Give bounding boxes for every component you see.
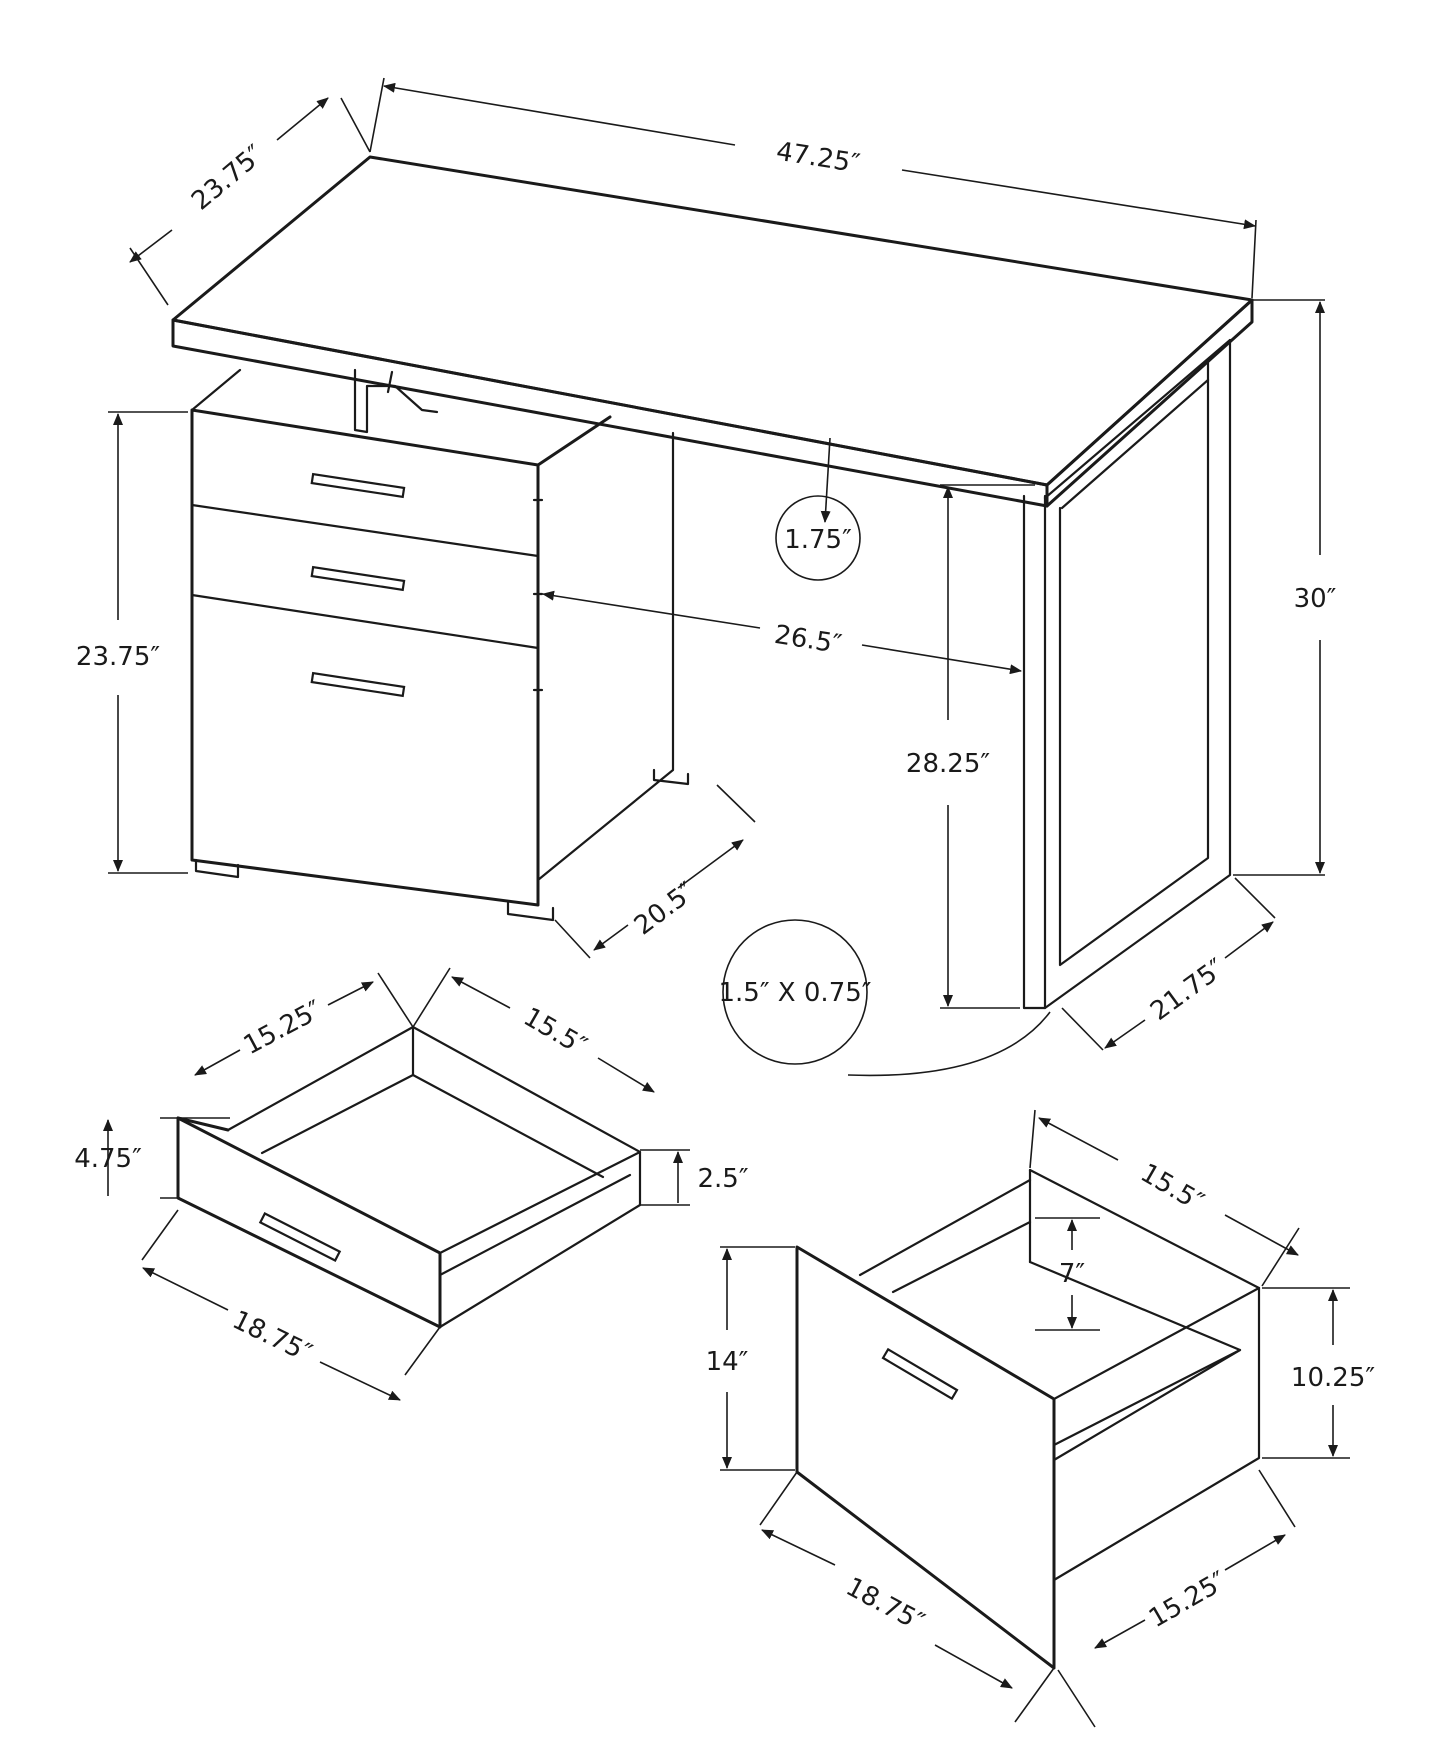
knee-height-label: 28.25″ [906,749,990,779]
file-drawer-drawing [795,1168,1261,1670]
file-drawer-width-label: 15.25″ [1144,1566,1232,1634]
leg-depth-label: 21.75″ [1145,953,1231,1027]
file-drawer-side-height-label: 10.25″ [1291,1363,1375,1393]
leg-section-label: 1.5″ X 0.75″ [718,978,871,1008]
small-drawer-depth-label: 15.5″ [518,1002,592,1062]
file-handle [310,671,406,698]
top-thickness-label: 1.75″ [784,525,852,555]
overall-height-label: 30″ [1294,584,1337,614]
drawer-handle-2 [310,565,406,592]
small-drawer-front-width-label: 15.25″ [239,995,328,1061]
small-drawer-handle [258,1211,342,1263]
desk-drawing [171,155,1254,1010]
overall-width-label: 47.25″ [774,137,862,180]
leg-frame [1022,338,1232,1010]
drawer-handle-1 [310,472,406,499]
dimension-labels: 47.25″ 23.75″ 30″ 1.75″ 26.5″ 28.25″ 1.5… [74,137,1375,1639]
knee-width-label: 26.5″ [772,620,844,660]
top-bracket [353,368,439,434]
pedestal-height-label: 23.75″ [76,642,160,672]
small-drawer-length-label: 18.75″ [228,1305,317,1369]
small-drawer-front-height-label: 4.75″ [74,1144,142,1174]
file-drawer-handle [881,1347,959,1401]
file-drawer-depth-label: 15.5″ [1135,1158,1209,1218]
pedestal [190,368,690,922]
desk-top [171,155,1254,508]
top-thickness-callout [775,495,861,581]
dimension-lines [103,77,1350,1728]
file-drawer-front-height-label: 14″ [706,1347,749,1377]
file-drawer-length-label: 18.75″ [841,1572,930,1638]
leg-section-callout [722,919,868,1065]
small-drawer-drawing [176,1025,642,1329]
pedestal-depth-label: 20.5″ [629,877,701,942]
overall-depth-label: 23.75″ [186,139,270,216]
file-drawer-inner-height-label: 7″ [1059,1259,1086,1289]
small-drawer-side-height-label: 2.5″ [697,1164,748,1194]
